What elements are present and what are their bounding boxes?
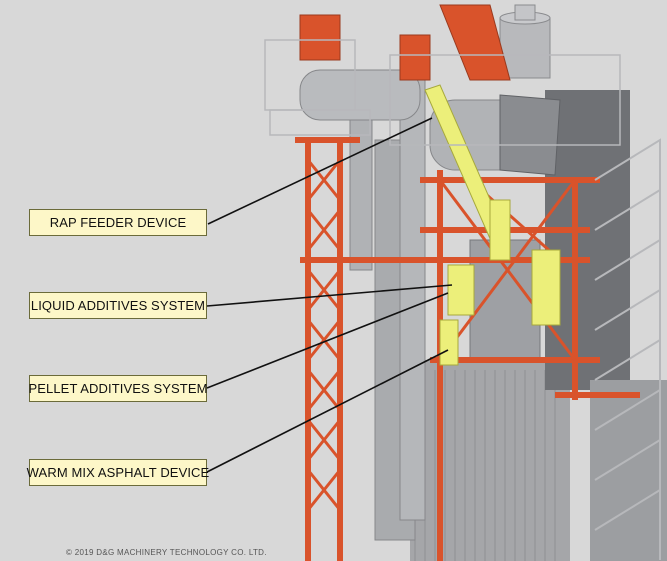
pellet-leader-line	[206, 292, 449, 389]
callout-liquid-additives-label: LIQUID ADDITIVES SYSTEM	[30, 298, 206, 313]
leader-lines	[206, 117, 453, 473]
callout-liquid-additives: LIQUID ADDITIVES SYSTEM	[29, 292, 207, 319]
callout-rap-feeder: RAP FEEDER DEVICE	[29, 209, 207, 236]
callout-warm-mix-label: WARM MIX ASPHALT DEVICE	[26, 465, 210, 480]
liquid-leader-line	[206, 284, 453, 307]
callout-pellet-additives-label: PELLET ADDITIVES SYSTEM	[28, 381, 208, 396]
plant-cladding-lower	[410, 360, 570, 561]
wma-leader-line	[206, 349, 449, 473]
callout-pellet-additives: PELLET ADDITIVES SYSTEM	[28, 375, 208, 402]
copyright-notice: © 2019 D&G MACHINERY TECHNOLOGY CO. LTD.	[66, 548, 267, 557]
callout-warm-mix: WARM MIX ASPHALT DEVICE	[26, 459, 210, 486]
rap-leader-line	[207, 117, 433, 225]
highlighted-devices	[424, 84, 561, 366]
callout-rap-feeder-label: RAP FEEDER DEVICE	[49, 215, 187, 230]
